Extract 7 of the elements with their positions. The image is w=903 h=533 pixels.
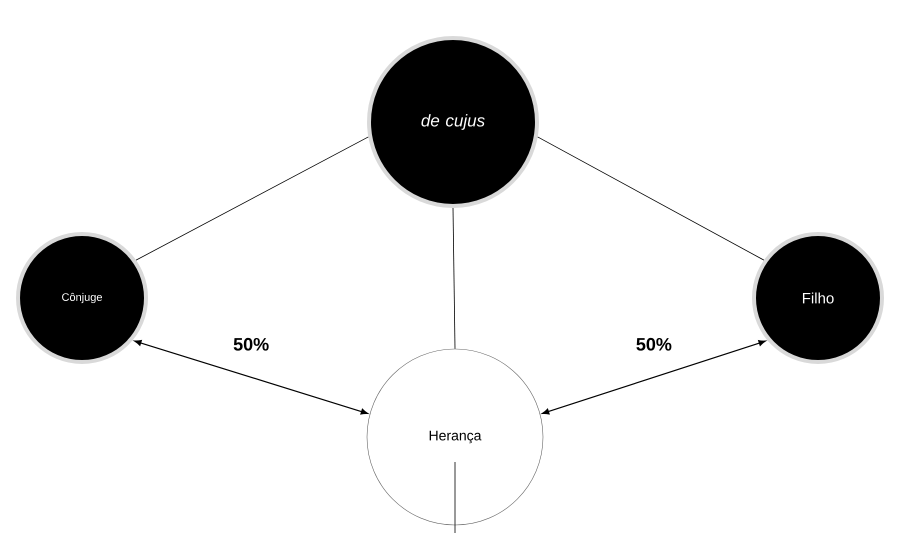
arrow — [542, 340, 766, 414]
edge-label: 50% — [234, 338, 269, 351]
connector-line — [136, 136, 369, 261]
connector-line — [537, 136, 764, 261]
connector-line — [452, 208, 456, 350]
arrow — [134, 340, 368, 415]
edge-label: 50% — [636, 338, 672, 351]
